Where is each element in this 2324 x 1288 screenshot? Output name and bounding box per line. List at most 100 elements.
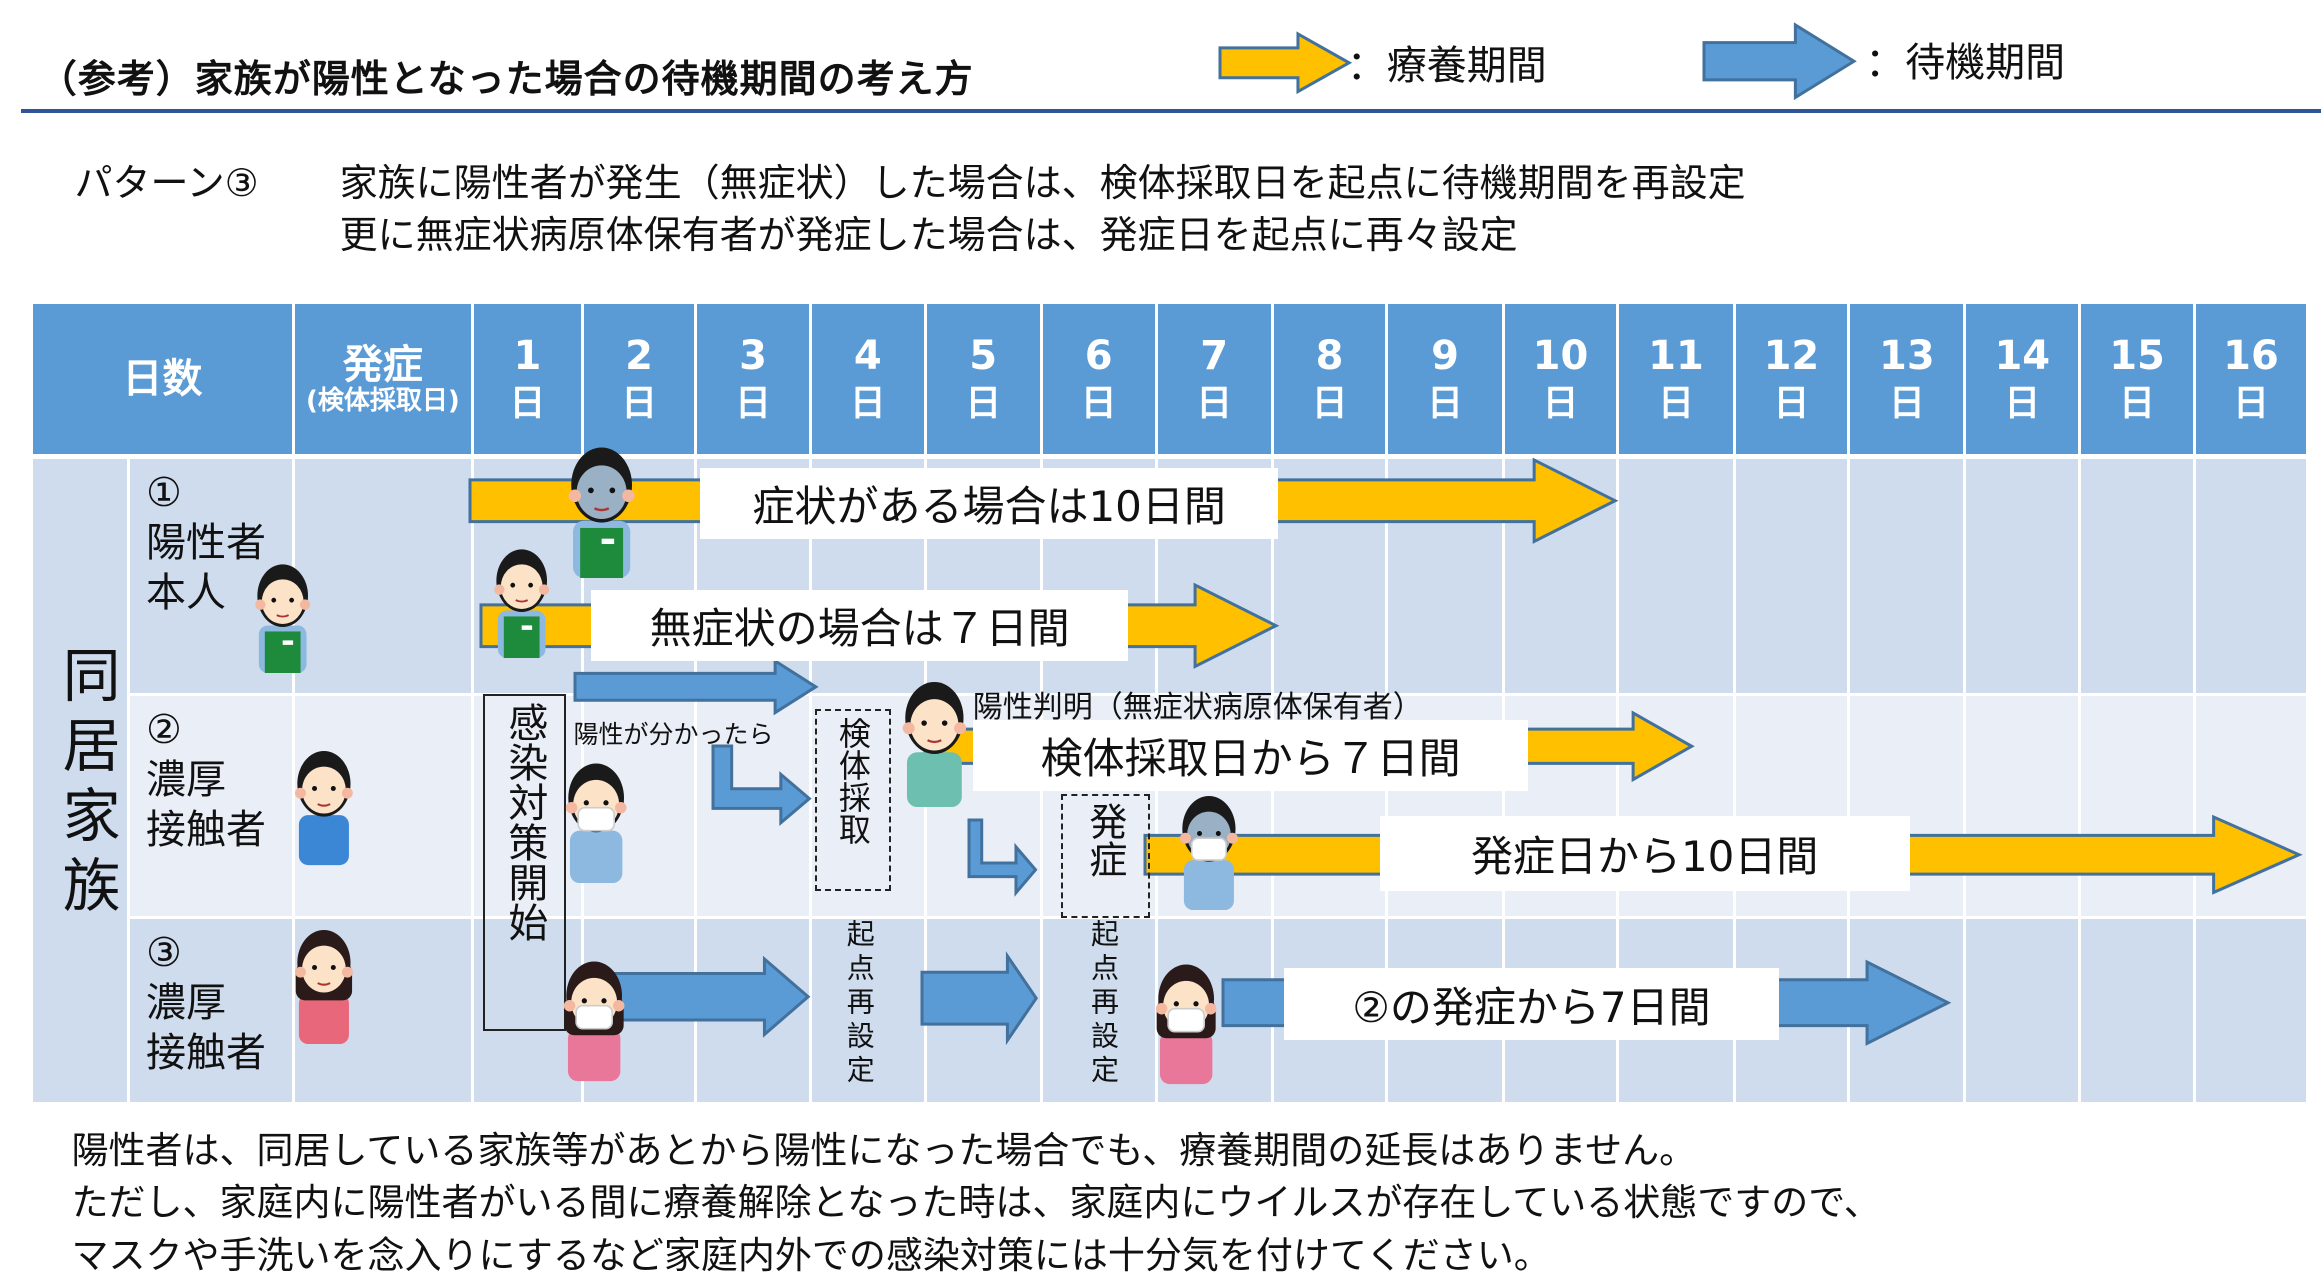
vertical-text: 発症 (1082, 802, 1127, 879)
day-number: 2 (625, 333, 653, 380)
day-unit: 日 (2119, 383, 2156, 425)
day-number: 5 (969, 333, 998, 380)
footer-line2: ただし、家庭内に陽性者がいる間に療養解除となった時は、家庭内にウイルスが存在して… (71, 1181, 1881, 1225)
day-number: 13 (1879, 333, 1935, 380)
label-from-onset-2: ②の発症から7日間 (1284, 968, 1779, 1040)
vertical-text: 検体採取 (833, 717, 872, 846)
day-unit: 日 (509, 383, 546, 425)
row-label-line1: 陽性者 (145, 519, 266, 566)
vertical-text: 起点再設定 (1087, 919, 1121, 1090)
header-days-cell: 日数 (32, 303, 292, 455)
label-from-onset: 発症日から10日間 (1379, 816, 1910, 891)
label-specimen-collection: 検体採取 (814, 709, 891, 891)
pattern-description-line2: 更に無症状病原体保有者が発症した場合は、発症日を起点に再々設定 (339, 213, 1518, 258)
row-day-cell (473, 695, 581, 917)
header-onset-cell: 発症(検体採取日) (294, 303, 471, 455)
vertical-text: 感染対策開始 (501, 702, 548, 943)
person-positive-patient-sick (568, 447, 635, 578)
row-label-line1: 濃厚 (145, 980, 226, 1027)
row-label-cell (129, 919, 292, 1103)
day-unit: 日 (1311, 383, 1348, 425)
person-contact-2-masked (565, 763, 627, 884)
day-number: 16 (2223, 333, 2279, 380)
person-contact-3-masked-2 (1155, 964, 1217, 1085)
row-day-cell (2081, 458, 2193, 693)
day-number: 7 (1200, 333, 1229, 380)
waiting-arrow-row2-initial (573, 658, 819, 716)
day-number: 1 (513, 333, 542, 380)
day-number: 11 (1648, 333, 1704, 380)
row-day-cell (1042, 919, 1155, 1103)
header-onset-sub: (検体採取日) (305, 385, 460, 416)
day-unit: 日 (735, 383, 772, 425)
row-label-line2: 接触者 (145, 1030, 266, 1077)
row-day-cell (811, 919, 924, 1103)
row-day-cell (1850, 458, 1964, 693)
row-day-cell (2081, 919, 2193, 1103)
note-positive-found: 陽性判明（無症状病原体保有者） (972, 690, 1423, 726)
group-label: 同居家族 (52, 645, 121, 926)
arrow-shape (610, 955, 811, 1038)
legend-waiting-label: ：待機期間 (1865, 39, 2066, 86)
day-unit: 日 (1427, 383, 1464, 425)
day-unit: 日 (1657, 383, 1694, 425)
row-label-line1: 濃厚 (145, 756, 226, 803)
row-number: ③ (145, 930, 182, 977)
pattern-description-line1: 家族に陽性者が発生（無症状）した場合は、検体採取日を起点に待機期間を再設定 (339, 160, 1746, 205)
waiting-arrow-row3-2 (920, 951, 1038, 1046)
person-contact-3 (295, 930, 353, 1045)
day-unit: 日 (1196, 383, 1233, 425)
day-number: 9 (1431, 333, 1459, 380)
waiting-bent-arrow-2 (967, 818, 1038, 898)
row-onset-cell (294, 458, 471, 693)
arrow-shape (920, 951, 1038, 1046)
row-day-cell (1966, 695, 2079, 917)
label-asymptomatic: 無症状の場合は７日間 (591, 589, 1128, 662)
label-infection-control: 感染対策開始 (482, 694, 567, 1031)
arrow-shape (967, 818, 1038, 898)
row-number: ① (145, 469, 182, 516)
label-restart-point-2: 起点再設定 (1083, 919, 1123, 1089)
note-if-positive: 陽性が分かったら (573, 720, 774, 750)
arrow-shape (1702, 22, 1857, 101)
row-day-cell (1966, 458, 2079, 693)
row-day-cell (473, 919, 581, 1103)
day-number: 14 (1994, 333, 2051, 380)
footer-line1: 陽性者は、同居している家族等があとから陽性になった場合でも、療養期間の延長はあり… (71, 1129, 1697, 1173)
footer-line3: マスクや手洗いを念入りにするなど家庭内外での感染対策には十分気を付けてください。 (71, 1233, 1551, 1277)
day-unit: 日 (849, 383, 886, 425)
day-unit: 日 (2232, 383, 2269, 425)
day-unit: 日 (621, 383, 658, 425)
day-number: 8 (1315, 333, 1344, 380)
day-unit: 日 (1080, 383, 1117, 425)
vertical-text: 起点再設定 (842, 919, 876, 1090)
person-contact-2-swab (903, 682, 967, 808)
label-from-specimen: 検体採取日から７日間 (972, 719, 1529, 792)
day-unit: 日 (1542, 383, 1579, 425)
day-number: 12 (1763, 333, 1820, 380)
row-label-cell (129, 695, 292, 917)
header-onset-main: 発症 (342, 341, 423, 388)
day-number: 6 (1084, 333, 1113, 380)
title-divider (20, 108, 2321, 114)
day-number: 4 (853, 333, 882, 380)
row-number: ② (145, 706, 182, 753)
pattern-name: パターン③ (74, 160, 259, 205)
day-number: 15 (2109, 333, 2165, 380)
arrow-shape (711, 744, 812, 826)
